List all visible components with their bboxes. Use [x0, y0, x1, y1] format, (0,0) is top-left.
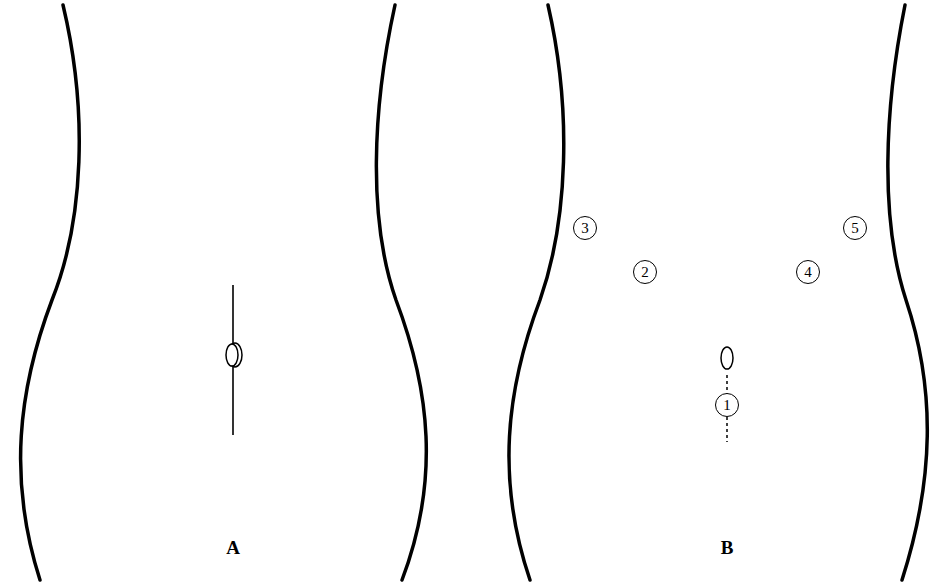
umbilicus: [226, 344, 238, 366]
callout-number: 5: [851, 221, 859, 236]
torso-outline: [376, 5, 426, 580]
callout-number: 1: [723, 398, 731, 413]
panel-label: A: [226, 537, 240, 559]
port-circle: 5: [843, 216, 867, 240]
torso-outline: [509, 5, 564, 580]
callout-number: 4: [804, 265, 812, 280]
callout-number: 2: [641, 265, 649, 280]
port-circle: 2: [633, 260, 657, 284]
umbilicus: [721, 347, 733, 369]
port-circle: 3: [573, 216, 597, 240]
torso-outline: [21, 5, 80, 580]
port-circle: 4: [796, 260, 820, 284]
port-circle: 1: [715, 393, 739, 417]
callout-number: 3: [581, 221, 589, 236]
torso-outline: [888, 5, 927, 580]
panel-label: B: [721, 537, 734, 559]
